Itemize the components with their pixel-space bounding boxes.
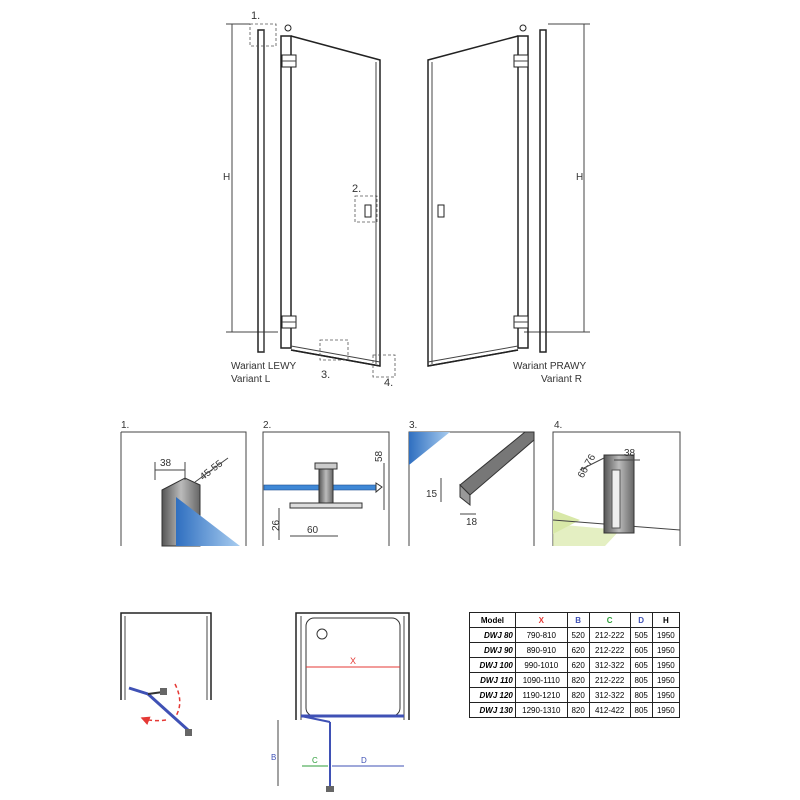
cell: 505 <box>629 627 653 643</box>
plan-d-label: D <box>361 756 367 765</box>
cell: 990-1010 <box>514 657 568 673</box>
plan-dimensions: X B C D <box>271 612 410 792</box>
variant-left-en: Variant L <box>231 374 271 385</box>
cell: 605 <box>629 642 653 658</box>
cell: 1950 <box>651 702 681 718</box>
variant-right-en: Variant R <box>541 374 582 385</box>
cell: 820 <box>566 702 590 718</box>
detail-2: 2. 58 26 60 <box>262 420 390 546</box>
cell: DWJ 90 <box>469 642 516 658</box>
cell: 820 <box>566 687 590 703</box>
cell: 1190-1210 <box>514 687 568 703</box>
cell: 212-222 <box>588 642 631 658</box>
detail-2-dim-base: 26 <box>271 519 282 531</box>
detail-1-title: 1. <box>121 420 129 431</box>
detail-3-title: 3. <box>409 420 417 431</box>
callout-4: 4. <box>384 377 393 389</box>
table-header: Model X B C D H <box>469 612 681 628</box>
door-right-elevation: H Wariant PRAWY Variant R <box>427 23 590 385</box>
cell: 212-222 <box>588 672 631 688</box>
detail-4: 4. 66-76 38 <box>552 420 681 546</box>
cell: 805 <box>629 702 653 718</box>
detail-4-dim-b: 38 <box>624 448 636 459</box>
cell: 1950 <box>651 687 681 703</box>
height-label-right: H <box>576 172 583 183</box>
col-d: D <box>629 612 653 628</box>
col-h: H <box>651 612 681 628</box>
cell: 605 <box>629 657 653 673</box>
detail-1-dim-b: 45-55 <box>198 458 225 483</box>
table-row: DWJ 80 790-810 520 212-222 505 1950 <box>469 627 681 643</box>
table-row: DWJ 120 1190-1210 820 312-322 805 1950 <box>469 687 681 703</box>
cell: 620 <box>566 642 590 658</box>
height-label-left: H <box>223 172 230 183</box>
variant-right-pl: Wariant PRAWY <box>513 361 586 372</box>
plan-b-label: B <box>271 753 276 762</box>
cell: 790-810 <box>514 627 568 643</box>
callout-1: 1. <box>251 10 260 22</box>
cell: 1290-1310 <box>514 702 568 718</box>
cell: 1950 <box>651 672 681 688</box>
col-model: Model <box>469 612 516 628</box>
plan-x-label: X <box>350 656 356 666</box>
cell: 1090-1110 <box>514 672 568 688</box>
table-row: DWJ 110 1090-1110 820 212-222 805 1950 <box>469 672 681 688</box>
callout-3: 3. <box>321 369 330 381</box>
cell: DWJ 110 <box>469 672 516 688</box>
variant-left-pl: Wariant LEWY <box>231 361 297 372</box>
col-x: X <box>514 612 568 628</box>
handle-icon <box>364 204 372 218</box>
cell: 620 <box>566 657 590 673</box>
cell: 212-222 <box>588 627 631 643</box>
cell: 1950 <box>651 657 681 673</box>
col-c: C <box>588 612 631 628</box>
cell: DWJ 120 <box>469 687 516 703</box>
cell: 1950 <box>651 642 681 658</box>
detail-1: 1. 38 45-55 <box>120 420 247 547</box>
table-row: DWJ 90 890-910 620 212-222 605 1950 <box>469 642 681 658</box>
plan-opening <box>120 612 212 736</box>
callout-2: 2. <box>352 183 361 195</box>
cell: 1950 <box>651 627 681 643</box>
cell: 312-322 <box>588 687 631 703</box>
detail-3-dim-width: 18 <box>466 517 478 528</box>
detail-3: 3. 15 18 <box>408 420 535 546</box>
handle-icon <box>437 204 445 218</box>
detail-4-title: 4. <box>554 420 562 431</box>
detail-4-dim-a: 66-76 <box>576 452 599 480</box>
cell: 805 <box>629 687 653 703</box>
cell: DWJ 100 <box>469 657 516 673</box>
detail-2-dim-width: 60 <box>307 525 319 536</box>
detail-1-dim-a: 38 <box>160 458 172 469</box>
detail-3-dim-height: 15 <box>426 489 438 500</box>
spec-table: Model X B C D H DWJ 80 790-810 520 212-2… <box>469 612 681 718</box>
door-left-elevation: H 1. 2. 3. 4. Wariant LEWY Variant L <box>223 10 396 389</box>
cell: 820 <box>566 672 590 688</box>
cell: DWJ 130 <box>469 702 516 718</box>
cell: 412-422 <box>588 702 631 718</box>
cell: 520 <box>566 627 590 643</box>
detail-2-title: 2. <box>263 420 271 431</box>
table-row: DWJ 100 990-1010 620 312-322 605 1950 <box>469 657 681 673</box>
col-b: B <box>566 612 590 628</box>
table-row: DWJ 130 1290-1310 820 412-422 805 1950 <box>469 702 681 718</box>
cell: DWJ 80 <box>469 627 516 643</box>
cell: 805 <box>629 672 653 688</box>
cell: 890-910 <box>514 642 568 658</box>
detail-2-dim-height: 58 <box>374 450 385 462</box>
cell: 312-322 <box>588 657 631 673</box>
plan-c-label: C <box>312 756 318 765</box>
